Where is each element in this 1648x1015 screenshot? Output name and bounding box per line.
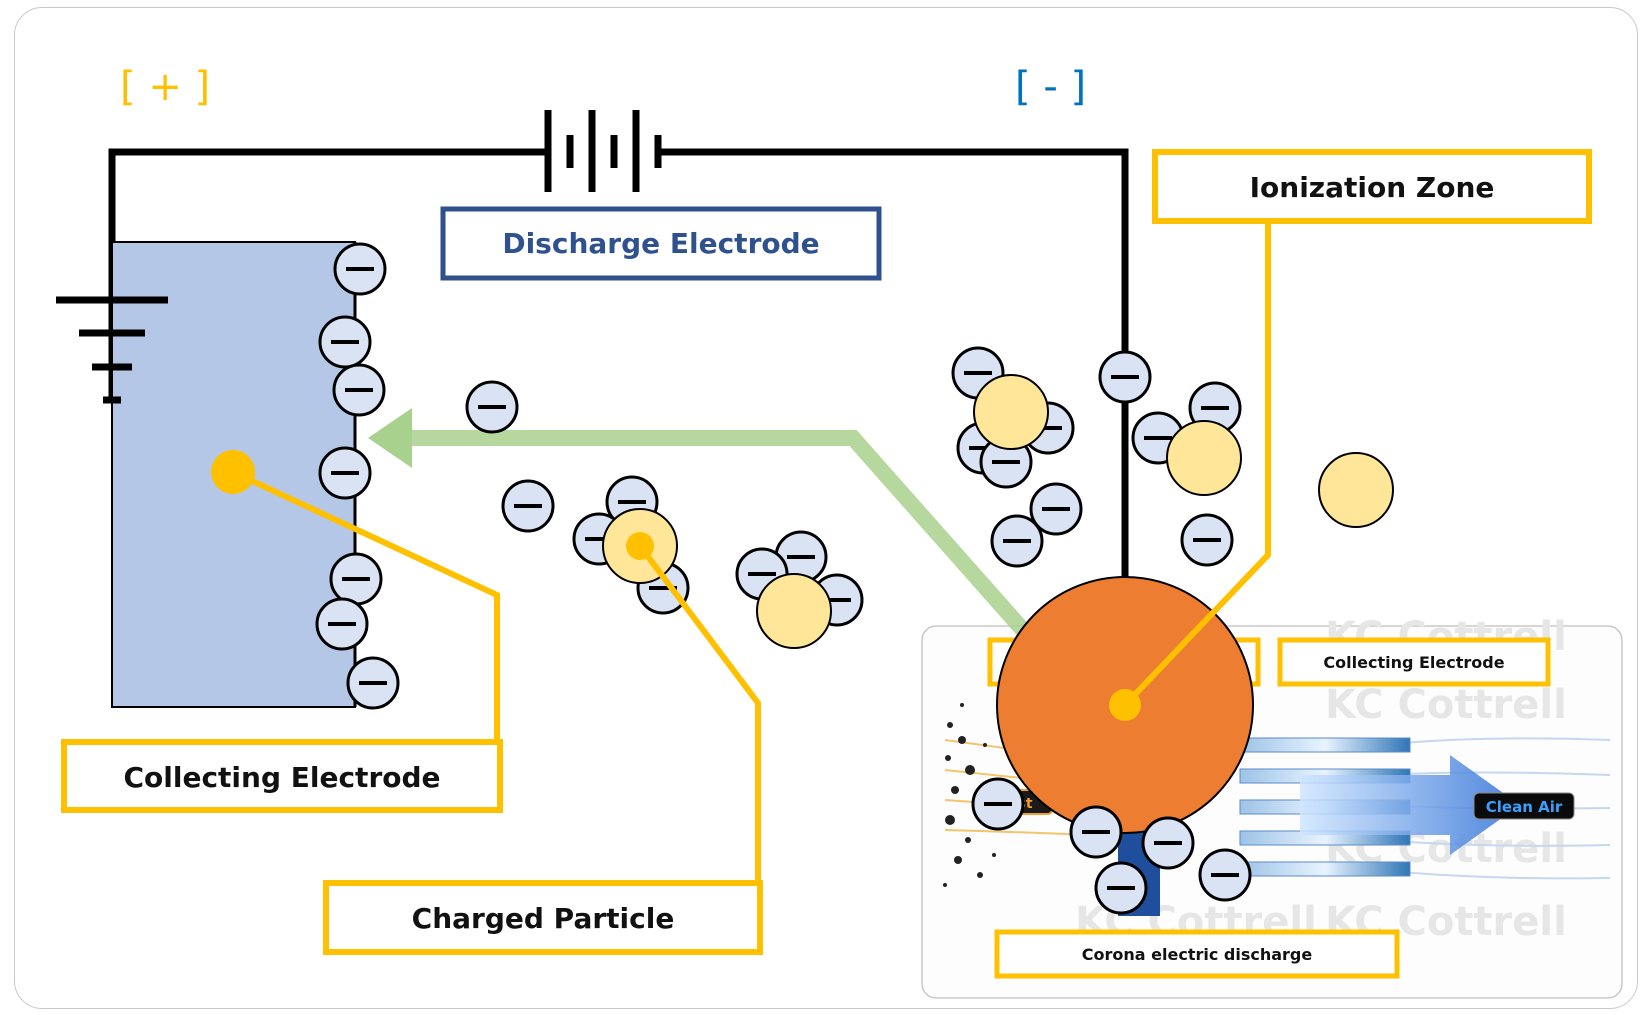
corona-discharge-box bbox=[994, 929, 1400, 979]
discharge-electrode-label: Discharge Electrode bbox=[502, 227, 819, 260]
collecting-electrode-pointer-dot bbox=[211, 450, 255, 494]
negative-ion-icon bbox=[465, 380, 519, 434]
inset-collecting-electrode-box bbox=[1277, 637, 1551, 687]
charged-particle-box bbox=[323, 880, 763, 955]
front-ions-layer bbox=[971, 777, 1252, 915]
dust-particle-icon bbox=[1166, 420, 1242, 496]
negative-ion-icon bbox=[346, 656, 400, 710]
particle-flow-arrowhead bbox=[368, 408, 412, 468]
clean-air-tag bbox=[1473, 792, 1575, 820]
clean-air-arrow bbox=[1300, 755, 1520, 855]
ionization-zone-label: Ionization Zone bbox=[1250, 171, 1495, 204]
negative-ion-icon bbox=[501, 479, 555, 533]
negative-ion-icon bbox=[1141, 816, 1195, 870]
inset-collecting-electrode-label: Collecting Electrode bbox=[1323, 653, 1504, 672]
negative-terminal-label: [ - ] bbox=[1015, 64, 1086, 110]
negative-ion-icon bbox=[1029, 482, 1083, 536]
negative-ion-icon bbox=[1198, 848, 1252, 902]
negative-ion-icon bbox=[333, 242, 387, 296]
negative-ion-icon bbox=[1180, 513, 1234, 567]
ionization-zone-box bbox=[1152, 149, 1592, 224]
collecting-electrode-box bbox=[61, 739, 503, 813]
negative-ion-icon bbox=[990, 514, 1044, 568]
battery-symbol bbox=[544, 110, 662, 192]
ionization-zone-pointer-dot bbox=[1109, 689, 1141, 721]
negative-ion-icon bbox=[971, 777, 1025, 831]
particle-flow-arrow bbox=[408, 430, 1091, 706]
dust-particle-icon bbox=[1318, 452, 1394, 528]
negative-ion-icon bbox=[1069, 805, 1123, 859]
dust-particle-icon bbox=[973, 374, 1049, 450]
negative-ion-icon bbox=[1098, 350, 1152, 404]
watermark-text: KC Cottrell bbox=[1325, 682, 1567, 728]
charged-particle-pointer-dot bbox=[626, 532, 654, 560]
discharge-electrode-box bbox=[440, 206, 882, 281]
inset-illustration: KC Cottrell KC Cottrell KC Cottrell KC C… bbox=[921, 614, 1623, 999]
negative-ion-icon bbox=[315, 597, 369, 651]
dust-particle-icon bbox=[756, 573, 832, 649]
corona-discharge-label: Corona electric discharge bbox=[1082, 945, 1313, 964]
negative-ion-icon bbox=[1094, 861, 1148, 915]
negative-ion-icon bbox=[318, 446, 372, 500]
positive-terminal-label: [ + ] bbox=[120, 64, 210, 110]
collecting-electrode-label: Collecting Electrode bbox=[123, 761, 440, 794]
clean-air-text: Clean Air bbox=[1486, 798, 1563, 816]
leader-lines bbox=[231, 218, 1271, 882]
negative-ion-icon bbox=[318, 315, 372, 369]
ions-layer bbox=[315, 242, 1394, 710]
charged-particle-label: Charged Particle bbox=[412, 902, 675, 935]
negative-ion-icon bbox=[332, 363, 386, 417]
ground-symbol bbox=[56, 296, 168, 404]
negative-ion-icon bbox=[329, 552, 383, 606]
